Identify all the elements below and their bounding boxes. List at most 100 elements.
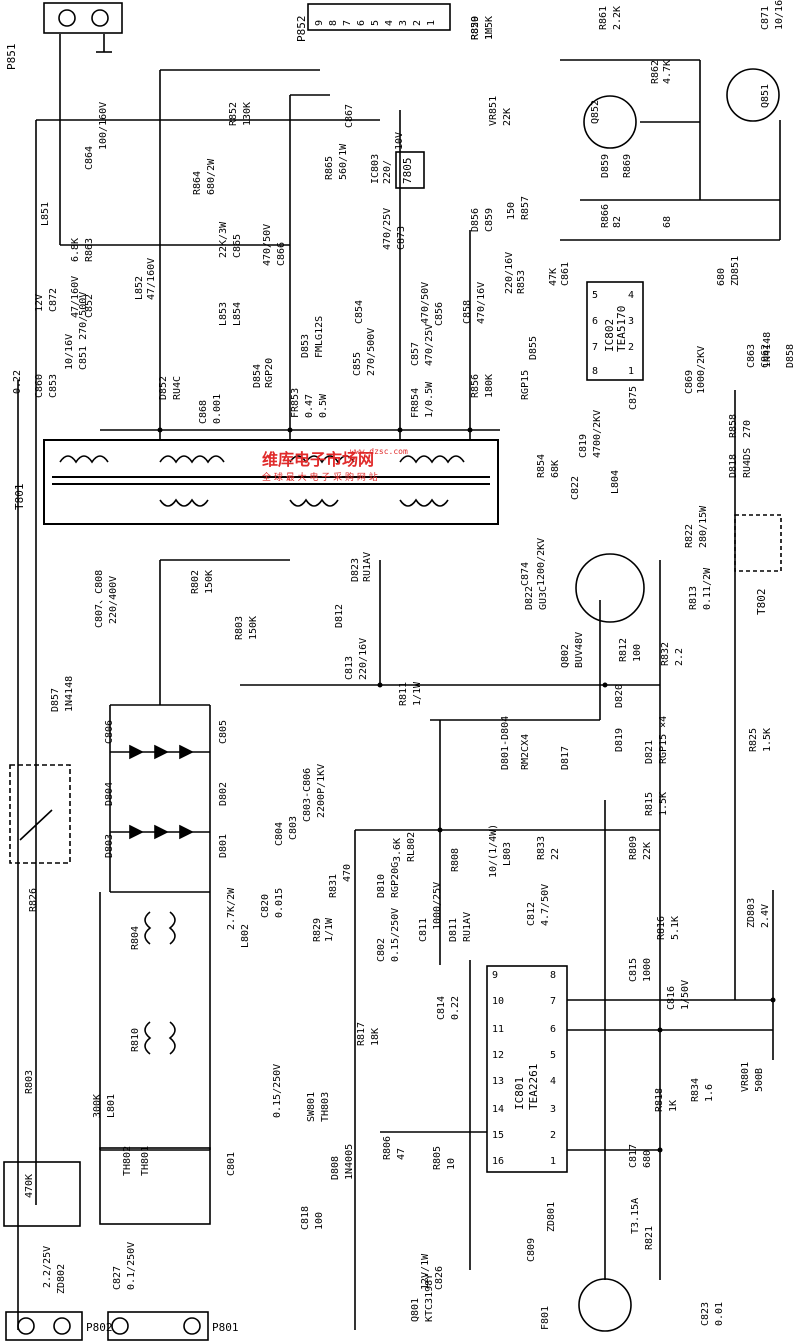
ic802-part: TEA5170 — [615, 305, 628, 352]
ic801-pin2: 2 — [550, 1130, 557, 1141]
component-label: RGP20 — [264, 357, 275, 388]
p852-pin-3: 3 — [398, 19, 409, 26]
ic801-pin15: 15 — [492, 1130, 505, 1141]
p852-pin-8: 8 — [328, 19, 339, 26]
component-label: RU4DS — [742, 447, 753, 478]
component-label: L804 — [610, 469, 621, 494]
component-label: C867 — [344, 103, 355, 128]
component-label: C865 — [232, 233, 243, 258]
component-label: R802 — [190, 569, 201, 594]
p852-pin-7: 7 — [342, 19, 353, 26]
component-label: L851 — [40, 201, 51, 226]
component-label: D853 — [300, 333, 311, 358]
component-label: 680 — [642, 1149, 653, 1168]
relay-rl802 — [9, 764, 71, 864]
component-label: 220/400V — [108, 575, 119, 624]
ic803-body — [395, 151, 425, 189]
component-label: 130K — [242, 101, 253, 126]
component-label: 4.7/50V — [540, 883, 551, 926]
component-label: R862 — [650, 59, 661, 84]
component-label: 2.2/25V — [42, 1245, 53, 1288]
component-label: R834 — [690, 1077, 701, 1102]
ic801-pin14: 14 — [492, 1104, 505, 1115]
component-label: 4700/2KV — [592, 409, 603, 458]
component-label: R812 — [618, 637, 629, 662]
component-label: 18K — [370, 1027, 381, 1046]
p852-pin-1: 1 — [426, 19, 437, 26]
component-label: L852 — [134, 275, 145, 300]
label-t801: T801 — [13, 483, 26, 511]
component-label: 2.4V — [760, 903, 771, 928]
thermistor-th802-box — [3, 1161, 81, 1227]
component-label: D812 — [334, 603, 345, 628]
component-label: 270 — [742, 419, 753, 438]
component-label: 2.2 — [674, 647, 685, 666]
component-label: 560/1W — [338, 143, 349, 180]
component-label: 22 — [550, 847, 561, 860]
ic803-ref: IC803 — [370, 153, 381, 184]
component-label: R858 — [728, 413, 739, 438]
component-label: C875 — [628, 385, 639, 410]
component-label: 100 — [632, 643, 643, 662]
component-label: R861 — [598, 5, 609, 30]
connector-p801 — [107, 1311, 209, 1341]
component-label: R813 — [688, 585, 699, 610]
component-label: D808 — [330, 1155, 341, 1180]
component-label: C802 — [376, 937, 387, 962]
component-label: L853 — [218, 301, 229, 326]
component-label: R853 — [516, 269, 527, 294]
component-label: 6.8K — [70, 237, 81, 262]
component-label: 12V — [34, 293, 45, 312]
component-label: 0.15/250V — [272, 1063, 283, 1118]
component-label: 3.6K — [392, 837, 403, 862]
component-label: L854 — [232, 301, 243, 326]
ic801-pin7: 7 — [550, 996, 557, 1007]
connector-p802 — [5, 1311, 83, 1341]
component-label: R808 — [450, 847, 461, 872]
component-label: C804 — [274, 821, 285, 846]
component-label: R833 — [536, 835, 547, 860]
component-label: 4.7K — [662, 59, 673, 84]
component-label: 0.22 — [12, 369, 23, 394]
component-label: D818 — [728, 453, 739, 478]
component-label: 470K — [24, 1173, 35, 1198]
component-label: C872 — [48, 287, 59, 312]
ic801-pin11: 11 — [492, 1024, 505, 1035]
component-label: RU4C — [172, 375, 183, 400]
transistor-q801 — [578, 1278, 632, 1332]
component-label: R863 — [84, 237, 95, 262]
component-label: C815 — [628, 957, 639, 982]
component-label: Q851 — [760, 83, 771, 108]
component-label: 0.1/250V — [126, 1241, 137, 1290]
component-label: Q802 — [560, 643, 571, 668]
component-label: 150 — [506, 201, 517, 220]
ic802-pin8: 8 — [592, 366, 599, 377]
component-label: C866 — [276, 241, 287, 266]
ic803-part: 7805 — [401, 157, 414, 185]
component-label: 1N4005 — [344, 1143, 355, 1180]
ic801-pin10: 10 — [492, 996, 505, 1007]
component-label: 100 — [314, 1211, 325, 1230]
component-label: 47 — [396, 1147, 407, 1160]
component-label: 1K — [668, 1099, 679, 1112]
component-label: C858 — [462, 299, 473, 324]
transistor-q802 — [575, 553, 645, 623]
component-label: L802 — [240, 923, 251, 948]
component-label: 0.11/2W — [702, 567, 713, 610]
component-label: L801 — [106, 1093, 117, 1118]
component-label: 680/2W — [206, 158, 217, 195]
component-label: C860 — [34, 373, 45, 398]
component-label: C819 — [578, 433, 589, 458]
component-label: D801-D804 — [500, 715, 511, 770]
component-label: D859 — [600, 153, 611, 178]
component-label: C869 — [684, 369, 695, 394]
component-label: D817 — [560, 745, 571, 770]
component-label: 10/(1/4W) — [488, 823, 499, 878]
ic801-pin12: 12 — [492, 1050, 505, 1061]
component-label: R832 — [660, 641, 671, 666]
component-label: R869 — [622, 153, 633, 178]
component-label: 68 — [662, 215, 673, 228]
component-label: 1000 — [642, 957, 653, 982]
transformer-t801 — [43, 439, 499, 525]
component-label: 300K — [92, 1093, 103, 1118]
